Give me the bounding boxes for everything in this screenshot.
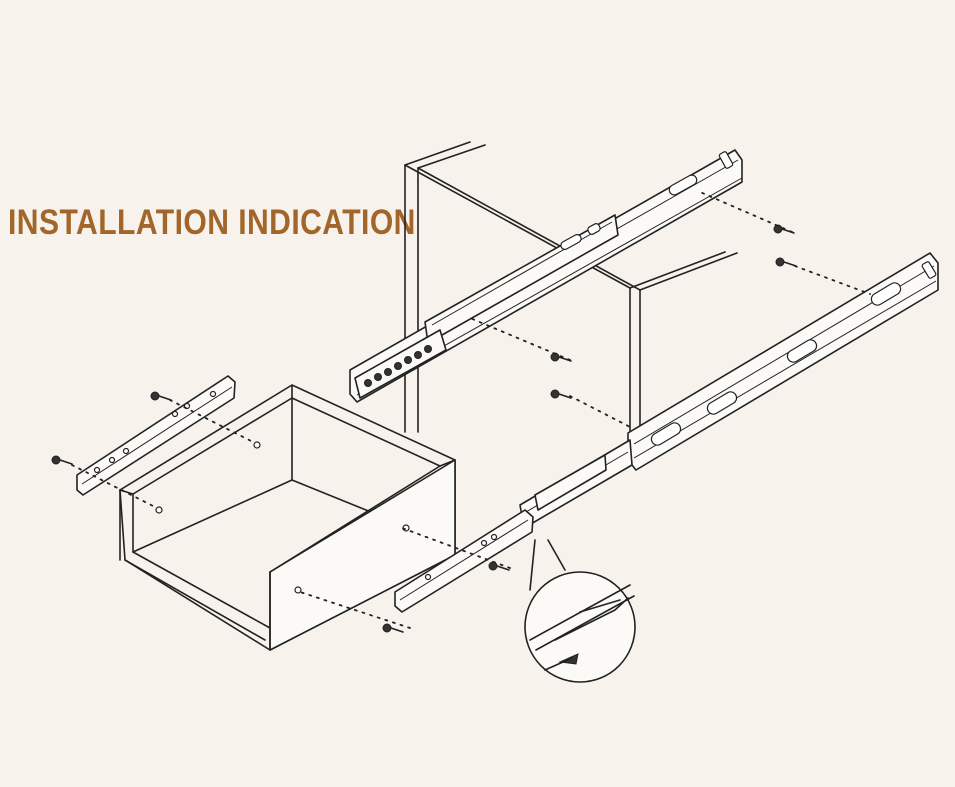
right-drawer-member [394,509,534,613]
drawer-box [119,384,456,651]
alignment-guides [71,191,871,629]
diagram-title: INSTALLATION INDICATION [8,203,416,242]
left-cabinet-rail [349,149,743,403]
screw-icon [51,224,797,633]
left-drawer-member [76,375,236,496]
release-lever-detail [524,539,636,683]
right-cabinet-rail [519,252,939,529]
